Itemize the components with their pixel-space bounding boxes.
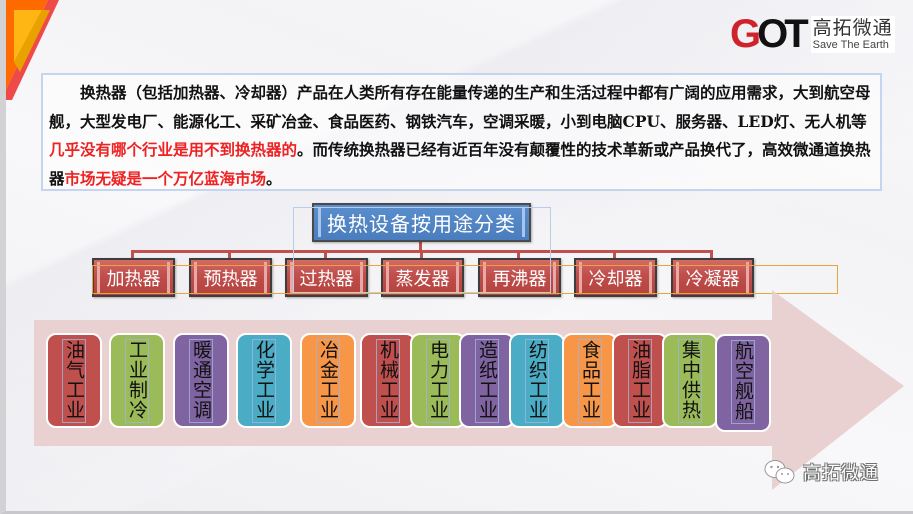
category-box-preheater[interactable]: 预热器 xyxy=(189,258,272,297)
connector xyxy=(420,250,423,259)
industry-label: 纺织工业 xyxy=(525,339,549,423)
category-box-reboiler[interactable]: 再沸器 xyxy=(478,258,561,297)
industry-card[interactable]: 航空舰船 xyxy=(715,334,771,432)
category-label: 再沸器 xyxy=(492,268,547,290)
wechat-icon xyxy=(764,460,795,484)
logo-mark-g: G xyxy=(730,12,761,56)
industry-card[interactable]: 电力工业 xyxy=(410,333,466,428)
category-box-evaporator[interactable]: 蒸发器 xyxy=(381,258,464,297)
industry-card[interactable]: 造纸工业 xyxy=(459,333,515,428)
industry-label: 机械工业 xyxy=(376,339,400,423)
category-label: 冷凝器 xyxy=(685,268,740,290)
classification-title-text: 换热设备按用途分类 xyxy=(327,212,516,236)
logo-name: 高拓微通 xyxy=(812,16,893,39)
industry-label: 暖通空调 xyxy=(189,339,213,423)
classification-title[interactable]: 换热设备按用途分类 xyxy=(312,203,531,242)
industry-label: 食品工业 xyxy=(578,339,602,423)
paragraph-highlight: 几乎没有哪个行业是用不到换热器的 xyxy=(49,140,298,159)
corner-decoration xyxy=(6,0,59,100)
connector xyxy=(710,250,713,259)
selection-outline xyxy=(92,265,838,294)
industry-label: 化学工业 xyxy=(252,339,276,423)
industry-card[interactable]: 机械工业 xyxy=(360,333,416,428)
category-box-heater[interactable]: 加热器 xyxy=(92,258,175,297)
paragraph-text: 。 xyxy=(266,168,282,188)
industry-label: 工业制冷 xyxy=(125,339,149,423)
paragraph-text: 。而传统换热器已经有近百年没有颠覆性的技术革新或产品换代了，高效微通道换热器 xyxy=(49,140,871,188)
industry-card[interactable]: 油脂工业 xyxy=(612,333,668,428)
connector xyxy=(517,250,520,259)
category-box-condenser[interactable]: 冷凝器 xyxy=(671,258,754,297)
industry-label: 电力工业 xyxy=(426,339,450,423)
industry-card[interactable]: 工业制冷 xyxy=(109,333,165,428)
intro-paragraph: 换热器（包括加热器、冷却器）产品在人类所有存在能量传递的生产和生活过程中都有广阔… xyxy=(41,73,882,191)
industry-card[interactable]: 食品工业 xyxy=(562,333,618,428)
paragraph-highlight: 市场无疑是一个万亿蓝海市场 xyxy=(64,168,267,188)
industry-card[interactable]: 油气工业 xyxy=(46,333,102,428)
category-label: 过热器 xyxy=(299,268,354,290)
industry-card[interactable]: 化学工业 xyxy=(236,333,292,428)
industry-label: 造纸工业 xyxy=(475,339,499,423)
industry-label: 航空舰船 xyxy=(731,340,755,424)
wechat-account-name: 高拓微通 xyxy=(803,463,879,484)
industry-card[interactable]: 集中供热 xyxy=(662,333,718,428)
selection-outline xyxy=(293,207,551,293)
industry-label: 油脂工业 xyxy=(628,339,652,423)
category-box-superheater[interactable]: 过热器 xyxy=(285,258,368,297)
category-label: 蒸发器 xyxy=(395,268,450,290)
category-box-cooler[interactable]: 冷却器 xyxy=(574,258,657,297)
logo-text: 高拓微通 Save The Earth xyxy=(810,15,895,53)
connector xyxy=(324,250,327,259)
logo-mark-ot: OT xyxy=(757,12,809,56)
category-label: 预热器 xyxy=(203,268,258,290)
industry-label: 集中供热 xyxy=(678,339,702,423)
paragraph-text: 换热器（包括加热器、冷却器）产品在人类所有存在能量传递的生产和生活过程中都有广阔… xyxy=(49,83,871,131)
connector xyxy=(131,250,134,259)
category-label: 加热器 xyxy=(106,268,161,290)
wechat-account: 高拓微通 xyxy=(763,458,879,486)
logo-slogan: Save The Earth xyxy=(812,38,889,51)
industry-card[interactable]: 暖通空调 xyxy=(173,333,229,428)
industry-card[interactable]: 冶金工业 xyxy=(300,333,356,428)
industry-label: 油气工业 xyxy=(62,339,86,423)
category-label: 冷却器 xyxy=(588,268,643,290)
connector-root xyxy=(419,240,422,252)
connector xyxy=(613,250,616,259)
industry-label: 冶金工业 xyxy=(316,339,340,423)
connector xyxy=(228,250,231,259)
industry-card[interactable]: 纺织工业 xyxy=(509,333,565,428)
